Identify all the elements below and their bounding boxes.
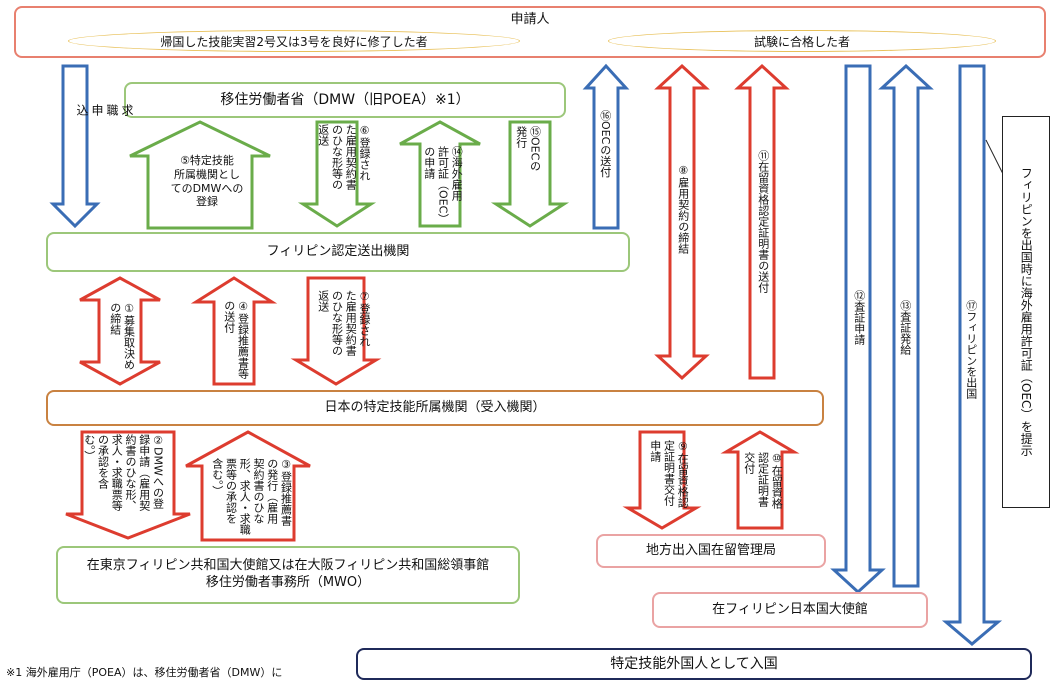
jp-embassy-box: 在フィリピン日本国大使館 <box>652 592 928 628</box>
entry-box: 特定技能外国人として入国 <box>356 648 1032 680</box>
label-step12: ⑫査証申請 <box>852 290 866 345</box>
arrow-step4 <box>190 276 278 386</box>
ph-embassy-box: 在東京フィリピン共和国大使館又は在大阪フィリピン共和国総領事館 移住労働者事務所… <box>56 546 520 604</box>
label-step14: ⑭海外雇用 許可証（OEC） の申請 <box>422 146 464 225</box>
arrow-step6 <box>297 120 377 228</box>
arrow-step7 <box>290 276 382 386</box>
label-step3: ③登録推薦書 の発行（雇用 契約書のひな 形、求人・求職 票等の承認を 含む。） <box>210 458 293 535</box>
label-step6: ⑥登録され た雇用契約書 のひな形等の 返送 <box>316 124 371 190</box>
arrow-step12 <box>830 64 886 595</box>
label-step17: ⑰フィリピンを出国 <box>964 300 978 399</box>
label-step2: ②DMWへの登 録申請（雇用契 約書のひな形、 求人・求職票等 の承認を含 む。… <box>82 434 165 511</box>
applicant-oval-intern: 帰国した技能実習2号又は3号を良好に修了した者 <box>68 30 520 52</box>
label-step7: ⑦登録され た雇用契約書 のひな形等の 返送 <box>316 290 371 356</box>
applicant-title: 申請人 <box>510 12 550 27</box>
label-step9: ⑨在留資格認 定証明書交付 申請 <box>648 440 690 508</box>
label-job-application: 求 職 申 込 <box>75 104 134 116</box>
label-step5: ⑤特定技能 所属機関とし てのDMWへの 登録 <box>170 154 244 209</box>
arrow-step8 <box>654 63 710 381</box>
label-step8: ⑧雇用契約の締結 <box>676 164 690 254</box>
arrow-step14 <box>399 120 481 228</box>
label-step15: ⑮OECの 発行 <box>514 126 542 172</box>
label-step13: ⑬査証発給 <box>898 300 912 355</box>
japan-org-box: 日本の特定技能所属機関（受入機関） <box>46 390 824 426</box>
immigration-box: 地方出入国在留管理局 <box>596 534 826 568</box>
arrow-step16 <box>582 63 630 230</box>
label-step11: ⑪在留資格認定証明書の送付 <box>756 150 770 293</box>
arrow-step3 <box>185 430 311 542</box>
applicant-oval-exam: 試験に合格した者 <box>608 30 996 52</box>
oec-present-box: フィリピンを出国時に海外雇用許可証（OEC）を提示 <box>1002 116 1050 508</box>
label-step4: ④登録推薦書等 の送付 <box>222 300 250 379</box>
arrow-step1 <box>79 276 161 386</box>
label-step16: ⑯OECの送付 <box>598 110 612 178</box>
arrow-step10 <box>720 430 800 530</box>
arrow-step11 <box>734 63 790 380</box>
arrow-step17 <box>941 64 1003 646</box>
arrow-step13 <box>878 63 934 588</box>
arrow-step5 <box>129 120 271 230</box>
label-step1: ①募集取決め の締結 <box>108 302 136 370</box>
arrow-job-application <box>49 64 101 229</box>
agency-box: フィリピン認定送出機関 <box>46 232 630 272</box>
dmw-box: 移住労働者省（DMW（旧POEA）※1） <box>124 82 566 118</box>
oec-connector-line <box>985 139 1005 177</box>
arrow-step2 <box>65 430 191 540</box>
arrow-step9 <box>622 430 702 530</box>
footnote: ※1 海外雇用庁（POEA）は、移住労働者省（DMW）に <box>6 666 283 679</box>
label-step10: ⑩在留資格 認定証明書 交付 <box>742 452 784 509</box>
arrow-step15 <box>490 120 570 228</box>
